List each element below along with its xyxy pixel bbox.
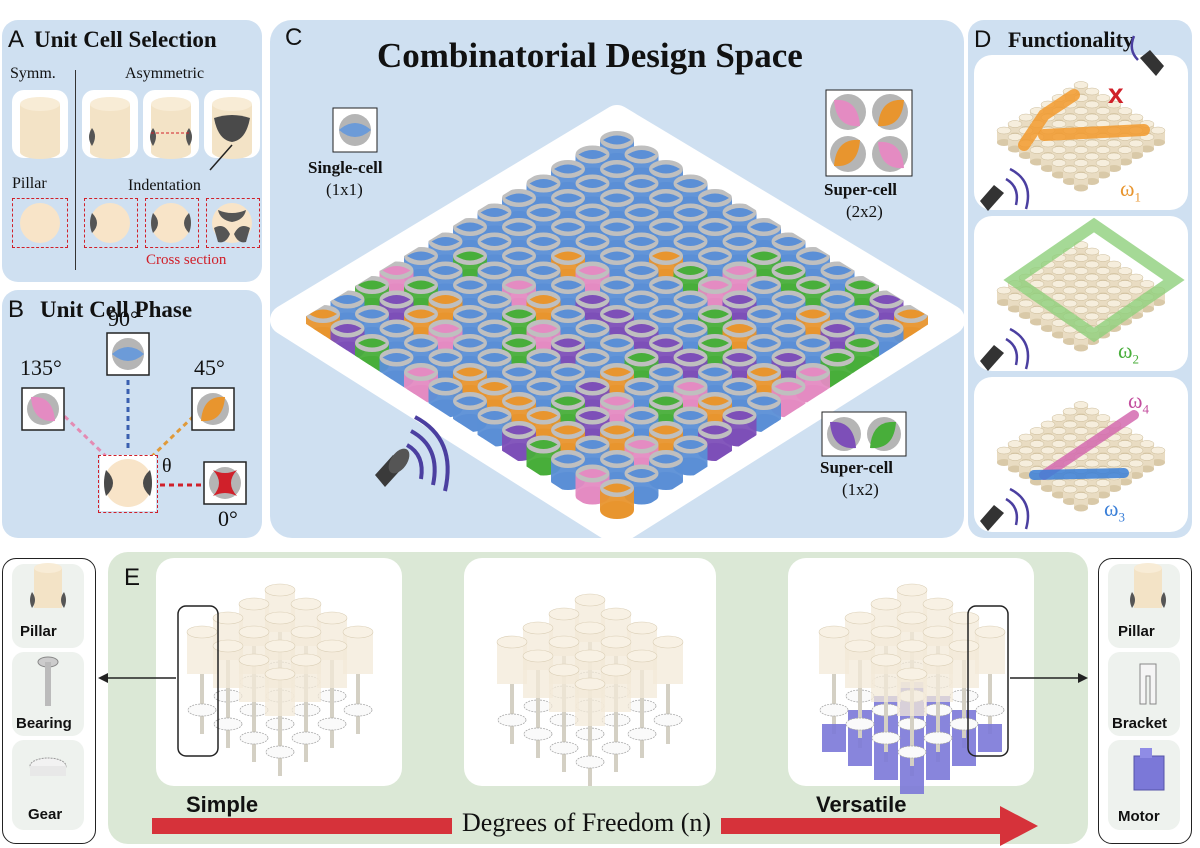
- super-cell-2x2-icon: [825, 89, 913, 177]
- symm-label: Symm.: [10, 65, 56, 82]
- super-cell-2x2-label: Super-cell: [824, 180, 898, 199]
- dof-label: Degrees of Freedom (n): [452, 808, 722, 838]
- panel-c-title: Combinatorial Design Space: [377, 36, 803, 75]
- super-cell-1x2-label: Super-cell: [820, 458, 894, 477]
- pillar-cross-section-box: [12, 198, 68, 248]
- indentation-label: Indentation: [128, 177, 201, 194]
- single-cell-icon: [332, 107, 378, 153]
- right-item-pillar: Pillar: [1118, 623, 1155, 640]
- speaker-icon: [375, 415, 450, 492]
- divider-line: [75, 70, 76, 270]
- panel-a-title: Unit Cell Selection: [34, 27, 217, 52]
- panel-a-letter: A: [8, 26, 25, 53]
- cross-section-box-1: [84, 198, 138, 248]
- single-cell-dim: (1x1): [326, 180, 363, 199]
- angle-45: 45°: [194, 355, 225, 380]
- left-item-bearing: Bearing: [16, 715, 72, 732]
- theta-label: θ: [162, 455, 172, 477]
- panel-c-letter: C: [285, 24, 303, 51]
- panel-d-title: Functionality: [1008, 27, 1134, 52]
- asymmetric-label: Asymmetric: [125, 65, 205, 82]
- omega-3: ω3: [1104, 496, 1125, 525]
- panel-d-letter: D: [974, 26, 992, 53]
- pillar-label-a: Pillar: [12, 175, 47, 192]
- x-mark: x: [1108, 78, 1124, 109]
- simple-label: Simple: [186, 792, 259, 817]
- panel-e-letter: E: [124, 564, 141, 591]
- left-card-3: [12, 740, 84, 830]
- left-components-icons: [29, 563, 67, 776]
- super-cell-1x2-icon: [821, 411, 907, 457]
- super-cell-2x2-dim: (2x2): [846, 202, 883, 221]
- angle-135: 135°: [20, 355, 62, 380]
- cross-section-box-3: [206, 198, 260, 248]
- versatile-label: Versatile: [816, 792, 907, 817]
- phase-diagram: [21, 332, 247, 511]
- cross-section-box-2: [145, 198, 199, 248]
- angle-0: 0°: [218, 506, 238, 531]
- omega-1: ω1: [1120, 176, 1141, 205]
- left-item-gear: Gear: [28, 806, 63, 823]
- omega-4: ω4: [1128, 388, 1149, 417]
- panel-b-letter: B: [8, 296, 25, 323]
- right-item-motor: Motor: [1118, 808, 1160, 825]
- speaker-icon: [980, 327, 1030, 371]
- right-components-icons: [1130, 563, 1166, 791]
- cross-section-label: Cross section: [146, 252, 227, 268]
- left-item-pillar: Pillar: [20, 623, 57, 640]
- panel-b-title: Unit Cell Phase: [40, 297, 193, 322]
- speaker-icon: [1130, 35, 1164, 76]
- single-cell-label: Single-cell: [308, 158, 383, 177]
- center-cell-box: [98, 455, 158, 513]
- speaker-icon: [980, 487, 1030, 531]
- omega-2: ω2: [1118, 338, 1139, 367]
- super-cell-1x2-dim: (1x2): [842, 480, 879, 499]
- speaker-icon: [980, 167, 1030, 211]
- metasurface-grid: [270, 105, 965, 545]
- angle-90: 90°: [108, 306, 139, 331]
- right-item-bracket: Bracket: [1112, 715, 1168, 732]
- unit-cell-3d-row: [12, 90, 260, 243]
- functionality-grids: [980, 35, 1185, 531]
